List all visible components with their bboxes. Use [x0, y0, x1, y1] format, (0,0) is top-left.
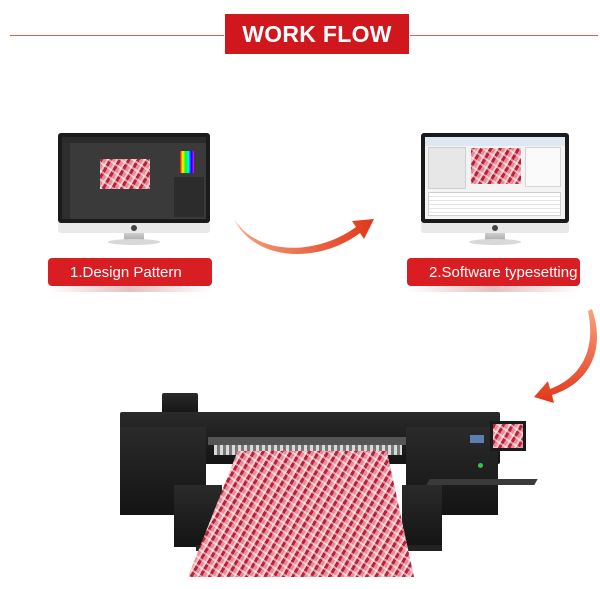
printed-fabric-image — [188, 451, 414, 577]
design-monitor-image — [58, 133, 210, 246]
printer-image — [118, 387, 538, 587]
step-label-software-typesetting: 2.Software typesetting — [407, 258, 580, 292]
header-divider-right — [410, 35, 598, 36]
pattern-preview — [100, 159, 150, 189]
section-title: WORK FLOW — [225, 14, 409, 54]
layout-preview — [471, 148, 521, 184]
header-divider-left — [10, 35, 224, 36]
printer-monitor-image — [490, 421, 526, 451]
step-label-design-pattern: 1.Design Pattern — [48, 258, 212, 292]
flow-arrow-2-icon — [534, 309, 598, 403]
flow-arrow-1-icon — [234, 219, 374, 254]
software-monitor-image — [421, 133, 569, 246]
